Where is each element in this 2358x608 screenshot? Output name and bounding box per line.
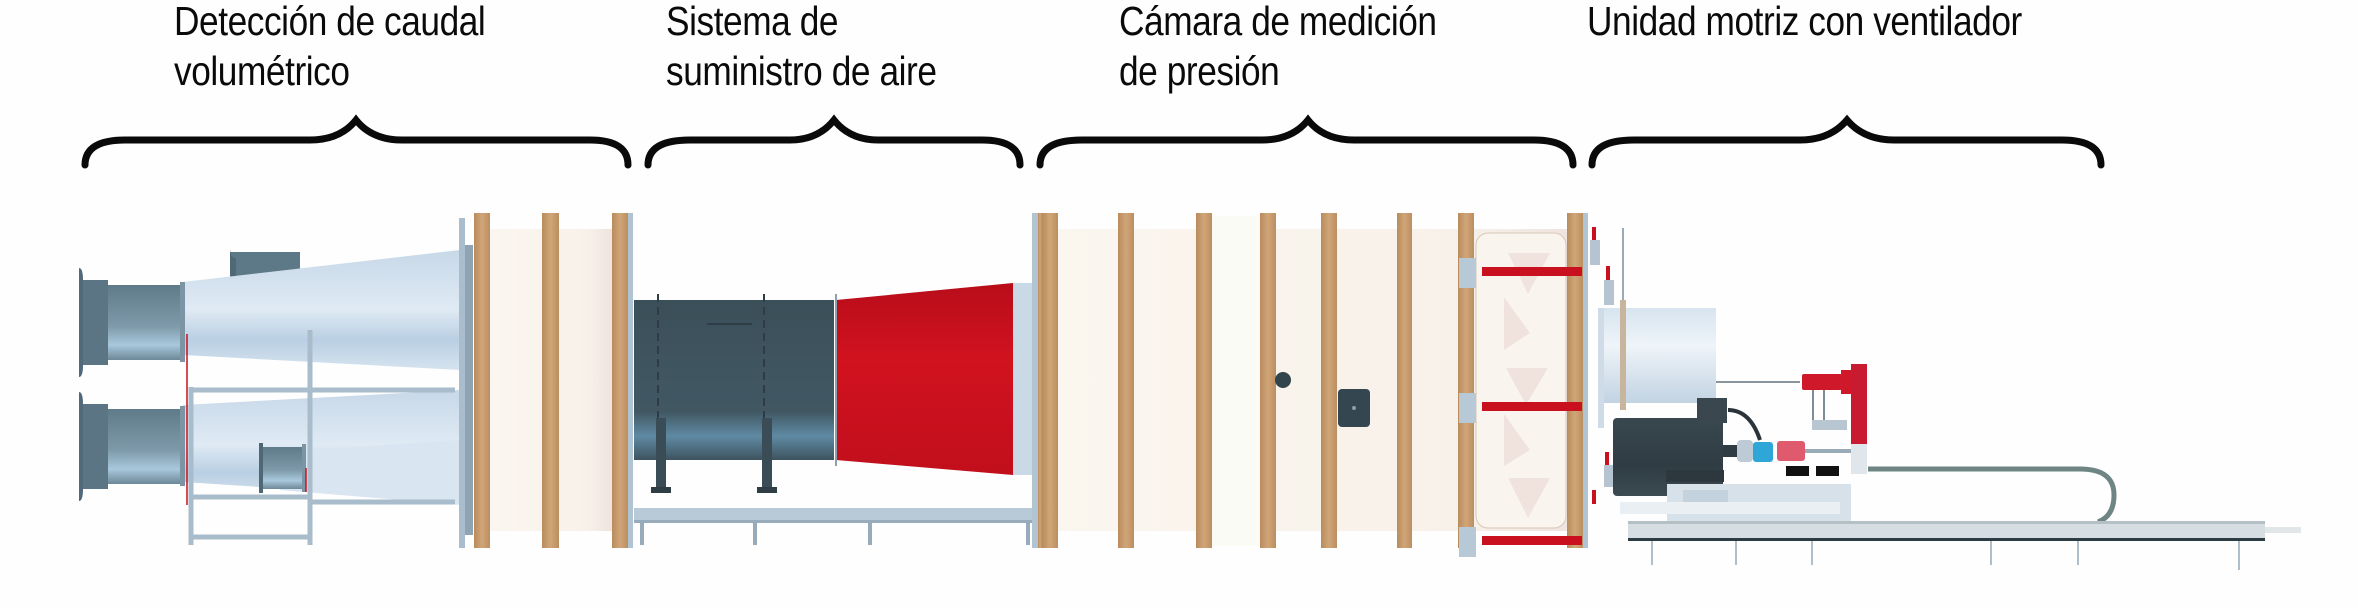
label-line: Sistema de <box>666 0 839 44</box>
door-strap <box>1482 536 1582 545</box>
label-fan-drive-unit: Unidad motriz con ventilador <box>1587 0 2022 46</box>
brace-volumetric-flow <box>81 114 632 169</box>
label-line: de presión <box>1119 48 1280 94</box>
label-line: suministro de aire <box>666 48 937 94</box>
pressure-port-icon <box>1275 372 1291 388</box>
fan-drive-unit <box>1590 227 2301 570</box>
label-line: Unidad motriz con ventilador <box>1587 0 2022 44</box>
coupling <box>1777 441 1805 461</box>
flow-nozzle-assembly <box>79 218 473 548</box>
label-volumetric-flow: Detección de caudal volumétrico <box>174 0 486 96</box>
belt-guard <box>1851 364 1867 444</box>
door-strap <box>1482 402 1582 411</box>
brace-fan-drive-unit <box>1588 114 2105 169</box>
pressure-chamber <box>1042 213 1588 557</box>
label-pressure-chamber: Cámara de medición de presión <box>1119 0 1437 96</box>
cable-loop <box>1868 466 2117 525</box>
air-supply-duct <box>634 213 1042 548</box>
inlet-frame-panels <box>474 213 633 548</box>
label-line: Detección de caudal <box>174 0 486 44</box>
label-line: volumétrico <box>174 48 350 94</box>
base-rail <box>1628 523 2265 538</box>
door-strap <box>1482 267 1582 276</box>
label-air-supply: Sistema de suministro de aire <box>666 0 937 96</box>
brace-pressure-chamber <box>1036 114 1577 169</box>
fan-housing <box>1600 308 1716 403</box>
label-line: Cámara de medición <box>1119 0 1437 44</box>
torque-sensor <box>1753 442 1773 462</box>
brace-air-supply <box>644 114 1024 169</box>
